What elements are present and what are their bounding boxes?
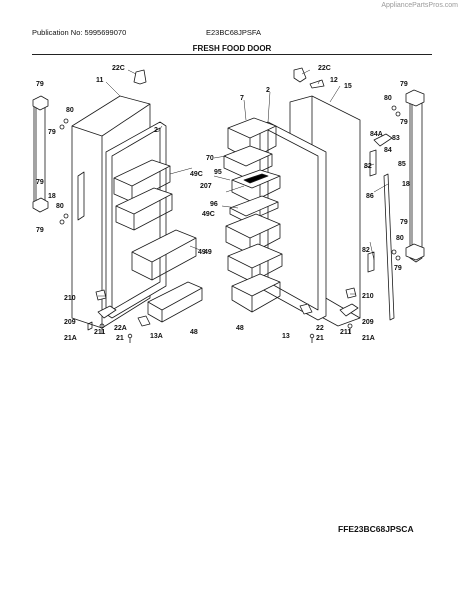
callout-21: 21 <box>316 335 324 342</box>
callout-49C: 49C <box>190 171 203 178</box>
callout-48: 48 <box>190 329 198 336</box>
callout-80: 80 <box>384 95 392 102</box>
callout-209: 209 <box>64 319 76 326</box>
model-number: E23BC68JPSFA <box>206 28 262 37</box>
leader-lines <box>98 69 389 297</box>
callout-22C: 22C <box>318 65 331 72</box>
right-door-bins <box>223 117 283 313</box>
callout-84: 84 <box>384 147 392 154</box>
right-hinge-cap <box>293 67 325 89</box>
callout-21A: 21A <box>64 335 77 342</box>
callout-22C: 22C <box>112 65 125 72</box>
callout-70: 70 <box>206 155 214 162</box>
callout-2: 2 <box>154 127 158 134</box>
callout-79: 79 <box>36 81 44 88</box>
callout-79: 79 <box>36 179 44 186</box>
callout-2: 2 <box>266 87 270 94</box>
callout-13: 13 <box>282 333 290 340</box>
callout-21A: 21A <box>362 335 375 342</box>
callout-12: 12 <box>330 77 338 84</box>
diagram-code: FFE23BC68JPSCA <box>338 524 414 534</box>
callout-79: 79 <box>48 129 56 136</box>
callout-79: 79 <box>36 227 44 234</box>
callout-211: 211 <box>94 329 105 336</box>
callout-86: 86 <box>366 193 374 200</box>
callout-49C: 49C <box>202 211 215 218</box>
callout-96: 96 <box>210 201 218 208</box>
callout-7: 7 <box>240 95 244 102</box>
callout-210: 210 <box>64 295 76 302</box>
left-door-handle <box>32 95 49 213</box>
callout-labels: 22C 11 79 80 79 18 79 80 79 2 49C 49 210… <box>36 65 410 342</box>
callout-18: 18 <box>48 193 56 200</box>
callout-13A: 13A <box>150 333 163 340</box>
left-hinge-cap <box>133 69 147 85</box>
callout-79: 79 <box>400 219 408 226</box>
callout-21: 21 <box>116 335 124 342</box>
callout-209: 209 <box>362 319 374 326</box>
callout-95: 95 <box>214 169 222 176</box>
publication-number: Publication No: 5995699070 <box>32 28 127 37</box>
exploded-parts-diagram: 22C 11 79 80 79 18 79 80 79 2 49C 49 210… <box>32 65 425 343</box>
callout-82: 82 <box>364 163 372 170</box>
callout-210: 210 <box>362 293 374 300</box>
callout-211: 211 <box>340 329 351 336</box>
callout-15: 15 <box>344 83 352 90</box>
callout-48: 48 <box>236 325 244 332</box>
callout-80: 80 <box>396 235 404 242</box>
callout-80: 80 <box>66 107 74 114</box>
callout-22A: 22A <box>114 325 127 332</box>
callout-79: 79 <box>400 81 408 88</box>
right-handle-screws <box>391 105 401 261</box>
callout-49: 49 <box>204 249 212 256</box>
callout-18: 18 <box>402 181 410 188</box>
callout-79: 79 <box>394 265 402 272</box>
watermark: AppliancePartsPros.com <box>381 2 458 9</box>
callout-84A: 84A <box>370 131 383 138</box>
left-handle-screws <box>59 118 69 225</box>
callout-85: 85 <box>398 161 406 168</box>
section-title: FRESH FOOD DOOR <box>192 44 272 53</box>
callout-80: 80 <box>56 203 64 210</box>
right-side-trim-parts <box>299 133 395 343</box>
right-door-handle <box>405 89 425 263</box>
left-door-gasket <box>105 121 167 319</box>
callout-49: 49 <box>198 249 206 256</box>
callout-83: 83 <box>392 135 400 142</box>
left-door-bins <box>113 159 203 323</box>
callout-207: 207 <box>200 183 212 190</box>
callout-22: 22 <box>316 325 324 332</box>
callout-11: 11 <box>96 77 104 84</box>
callout-79: 79 <box>400 119 408 126</box>
left-bottom-hinge-parts <box>87 289 151 343</box>
header-rule <box>32 54 432 55</box>
callout-82: 82 <box>362 247 370 254</box>
